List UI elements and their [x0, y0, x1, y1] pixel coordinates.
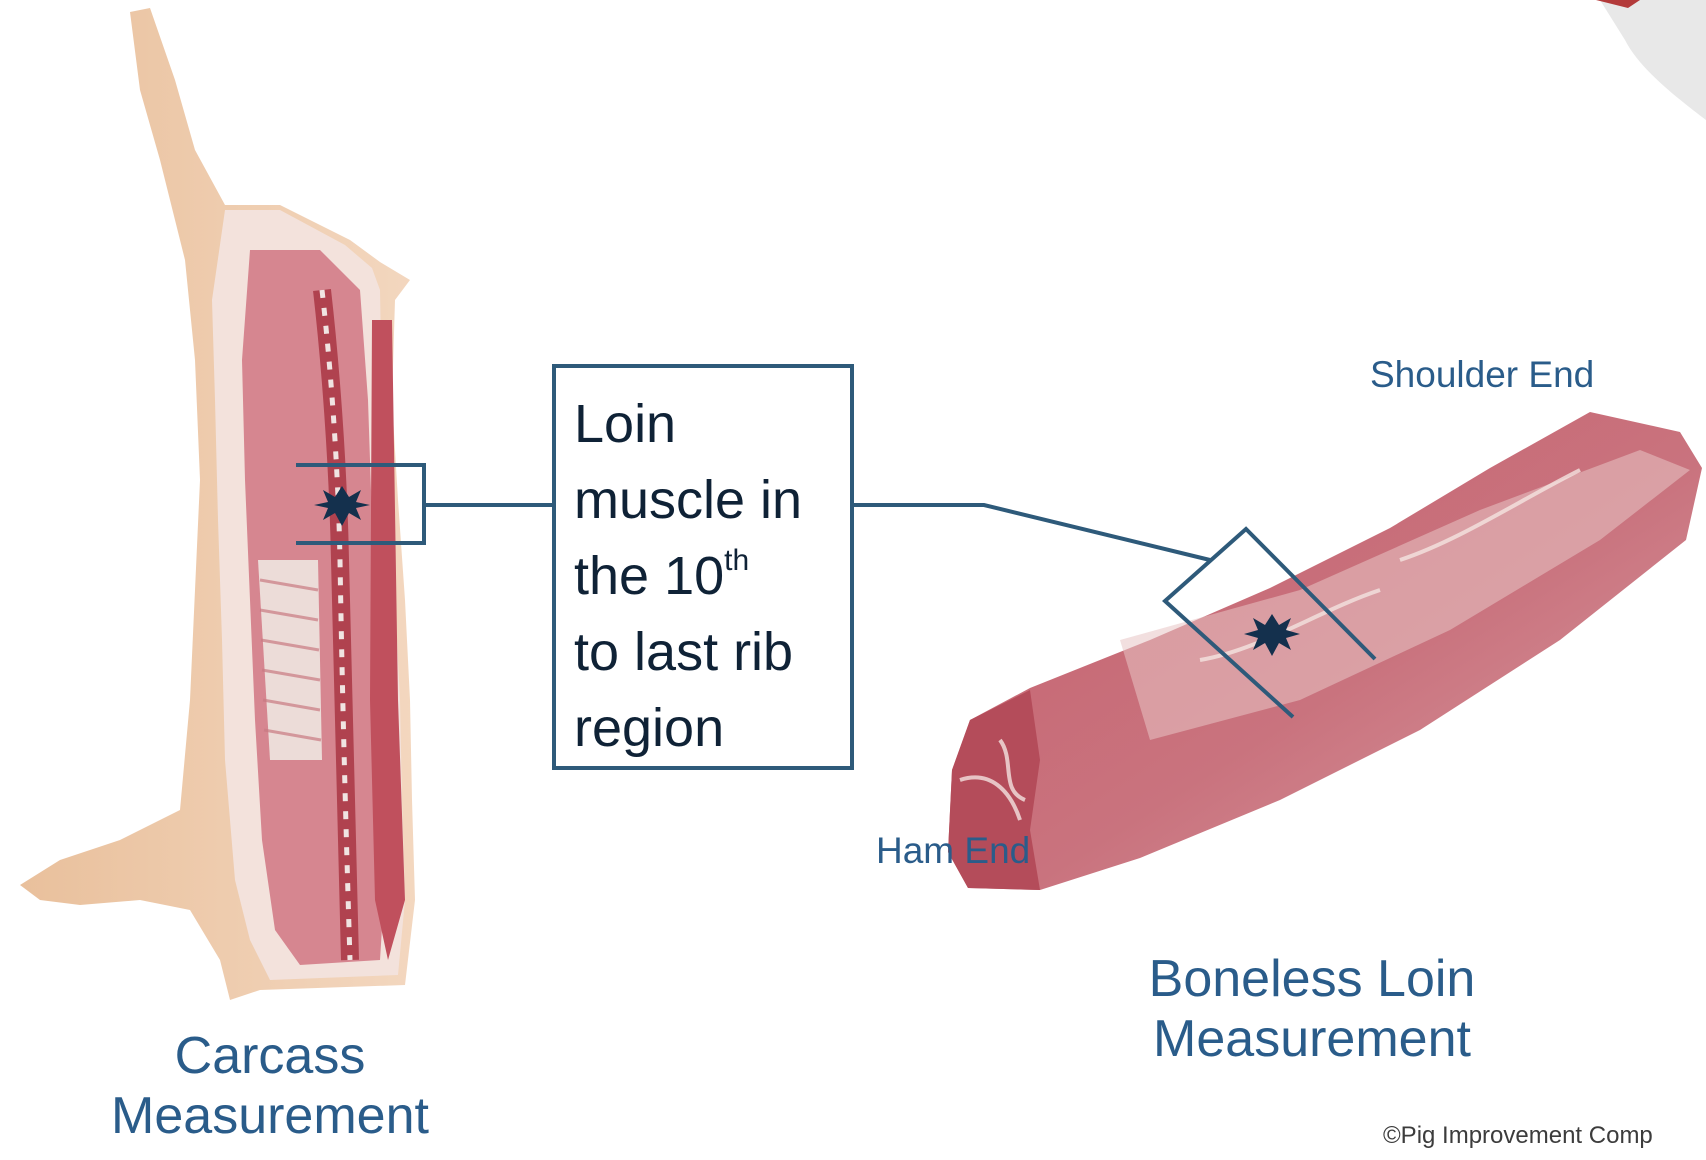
callout-line-4: to last rib [574, 614, 834, 690]
copyright-notice: ©Pig Improvement Comp [1383, 1122, 1653, 1150]
shoulder-end-label: Shoulder End [1370, 354, 1594, 397]
loin-label-line-2: Measurement [1110, 1010, 1514, 1070]
callout-line-1: Loin [574, 386, 834, 462]
carcass-label-line-2: Measurement [68, 1087, 472, 1147]
loin-connector-line [854, 505, 1210, 560]
callout-box: Loin muscle in the 10th to last rib regi… [552, 364, 854, 770]
callout-line-3: the 10th [574, 538, 834, 614]
boneless-loin-image [948, 412, 1702, 890]
loin-label-line-1: Boneless Loin [1110, 950, 1514, 1010]
corner-decoration [1596, 0, 1706, 120]
carcass-label-line-1: Carcass [68, 1027, 472, 1087]
ham-end-label: Ham End [876, 830, 1030, 873]
callout-line-3-text: the 10 [574, 546, 724, 606]
boneless-loin-measurement-label: Boneless Loin Measurement [1110, 950, 1514, 1070]
callout-superscript: th [724, 544, 749, 577]
callout-line-2: muscle in [574, 462, 834, 538]
callout-line-5: region [574, 690, 834, 766]
carcass-measurement-label: Carcass Measurement [68, 1027, 472, 1147]
